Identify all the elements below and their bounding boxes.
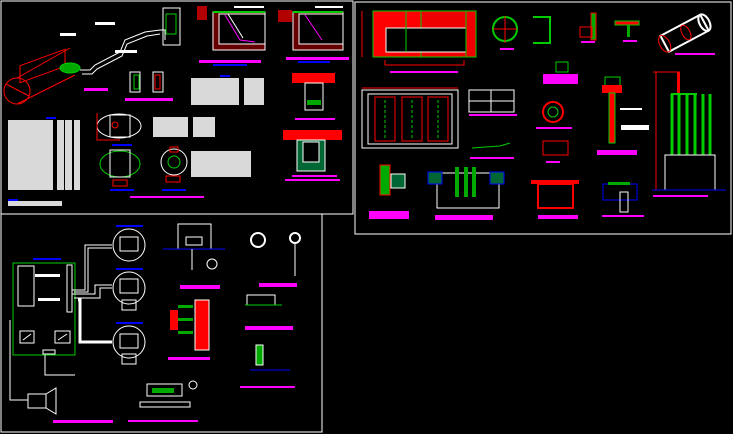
- manhole-details: [536, 61, 578, 163]
- tank-plan-views: [96, 113, 204, 198]
- sheet-3[interactable]: [0, 213, 323, 433]
- isometric-tank-drawing: [3, 7, 181, 105]
- excavation-section-1: [197, 6, 266, 66]
- pipe-manifold-elevation: [652, 71, 726, 197]
- pump-assembly: [128, 380, 198, 422]
- motor-units: [112, 225, 146, 365]
- detail-circle-section: [492, 16, 518, 50]
- profile-details: [533, 12, 640, 44]
- cable-runs: [72, 244, 112, 344]
- bottom-row-details: [369, 164, 644, 220]
- pipe-isometric: [658, 13, 712, 54]
- sheet-2-border: [354, 1, 732, 235]
- chamber-details: [283, 73, 342, 181]
- section-1-title: [199, 60, 261, 63]
- sheet-1[interactable]: [0, 0, 354, 215]
- red-panel-detail: [168, 299, 210, 360]
- small-plan-view: [468, 89, 517, 159]
- notes-text-block: [8, 75, 264, 206]
- valve-detail: [125, 71, 173, 101]
- excavation-section-2: [278, 6, 349, 63]
- sheet-2[interactable]: [354, 1, 732, 235]
- right-details: [240, 294, 295, 388]
- column-detail: [597, 76, 649, 155]
- control-panel: [9, 258, 113, 423]
- tank-plan-view: [361, 87, 459, 149]
- upper-details: [163, 223, 301, 289]
- sheet-3-border: [0, 213, 323, 433]
- section-2-title: [286, 57, 349, 60]
- tank-section-red: [361, 10, 477, 73]
